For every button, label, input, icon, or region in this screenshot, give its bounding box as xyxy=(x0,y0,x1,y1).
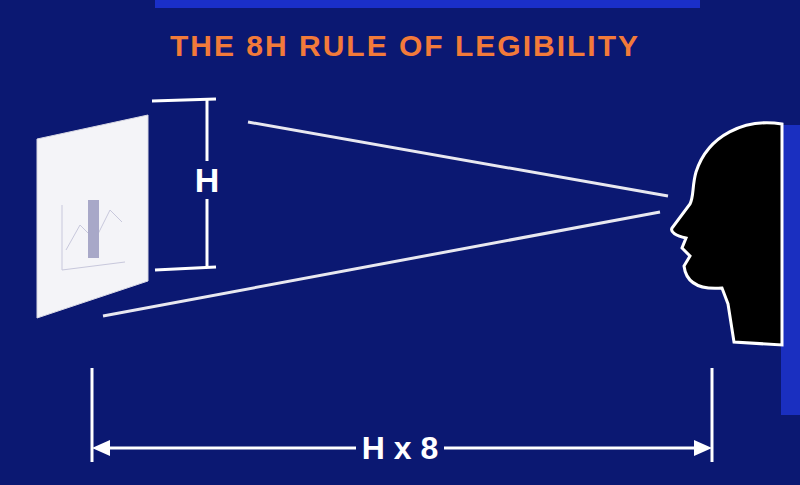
side-bar xyxy=(781,125,800,415)
projection-screen xyxy=(37,115,148,318)
top-bar xyxy=(155,0,700,8)
sight-lines xyxy=(103,122,668,316)
distance-label: H x 8 xyxy=(356,430,444,466)
height-label: H xyxy=(189,161,226,199)
head-silhouette xyxy=(672,123,782,345)
title: THE 8H RULE OF LEGIBILITY xyxy=(170,31,640,61)
screen-chart xyxy=(62,200,125,270)
